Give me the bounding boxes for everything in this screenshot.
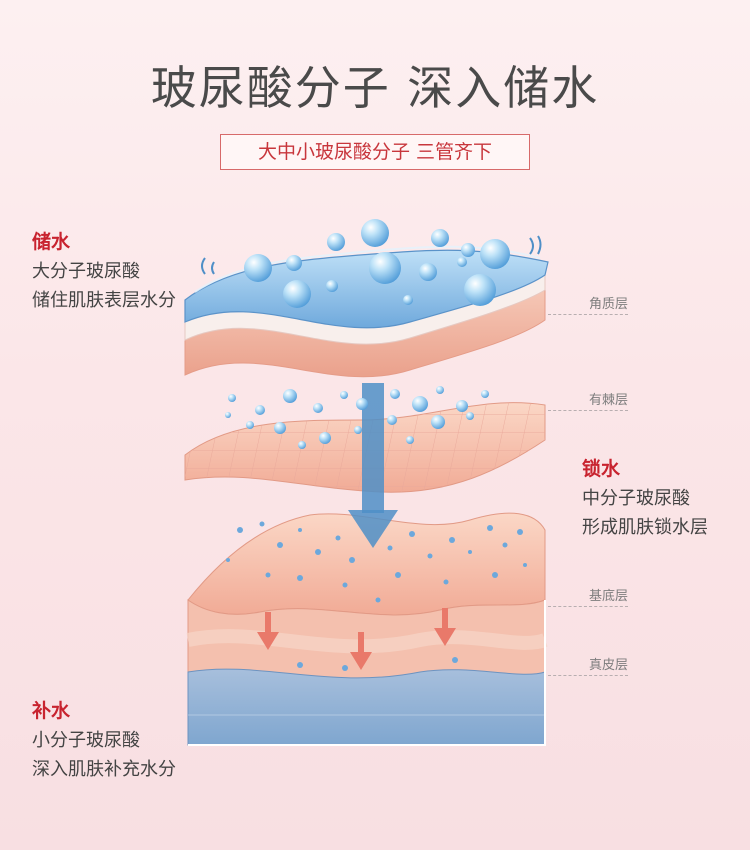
stratum-corneum-layer [184,245,549,378]
page-title: 玻尿酸分子 深入储水 [150,61,600,115]
medium-bubbles [225,386,489,449]
water-bubbles [244,219,510,308]
layer-label-corneum: 角质层 [588,297,628,312]
lock-water-line1: 中分子玻尿酸 [582,488,690,509]
lock-water-block: 锁水 中分子玻尿酸 形成肌肤锁水层 [582,455,708,542]
store-water-line1: 大分子玻尿酸 [32,261,140,282]
basal-dermis-block [186,512,548,746]
subtitle-box: 大中小玻尿酸分子 三管齐下 [220,134,530,170]
small-arrows [257,608,456,670]
dash-dermis [548,675,628,676]
store-water-line2: 储住肌肤表层水分 [32,290,176,311]
dash-spinous [548,410,628,411]
layer-label-spinous: 有棘层 [588,393,628,408]
store-water-block: 储水 大分子玻尿酸 储住肌肤表层水分 [32,228,176,315]
layer-label-dermis: 真皮层 [588,658,628,673]
replenish-water-line2: 深入肌肤补充水分 [32,759,176,780]
store-water-heading: 储水 [32,231,71,253]
dash-basal [548,606,628,607]
small-dots [226,521,527,671]
layer-label-basal: 基底层 [588,589,628,604]
lock-water-line2: 形成肌肤锁水层 [582,517,708,538]
replenish-water-block: 补水 小分子玻尿酸 深入肌肤补充水分 [32,697,176,784]
replenish-water-line1: 小分子玻尿酸 [32,730,140,751]
penetration-arrow [348,383,398,548]
lock-water-heading: 锁水 [582,458,621,480]
replenish-water-heading: 补水 [32,700,71,722]
splash-marks [201,235,542,275]
dash-corneum [548,314,628,315]
